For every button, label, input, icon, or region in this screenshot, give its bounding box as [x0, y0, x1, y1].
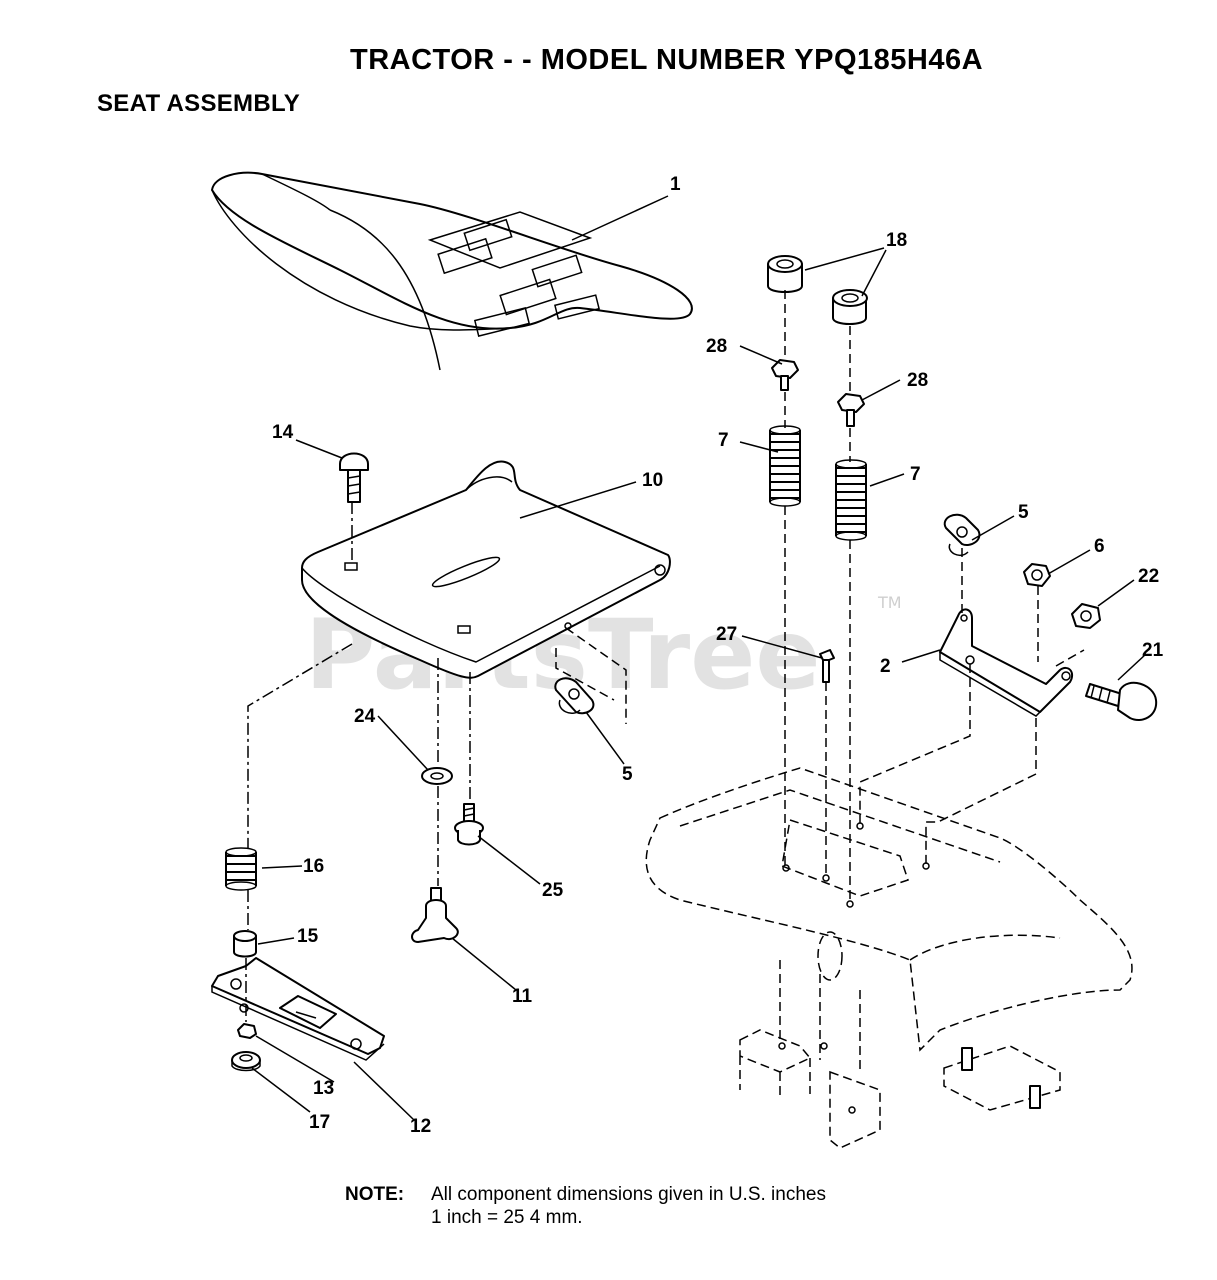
adjuster-knob-part: [411, 887, 459, 943]
callout-label: 12: [410, 1116, 431, 1137]
carriage-bolt-part: [339, 452, 369, 503]
bushing-part: [233, 930, 257, 958]
callout-label: 16: [303, 856, 324, 877]
note-text: All component dimensions given in U.S. i…: [431, 1183, 826, 1229]
callout-label: 21: [1142, 640, 1164, 661]
leader-lines: [251, 195, 1147, 1121]
callout-label: 5: [1018, 502, 1029, 523]
callout-numbers: 1 18 28 28 7 7 14 10 5 6 22 27 2 21 24 5…: [272, 174, 1164, 1137]
callout-label: 28: [706, 336, 727, 357]
callout-label: 17: [309, 1112, 330, 1133]
note-line-2: 1 inch = 25 4 mm.: [431, 1207, 583, 1228]
watermark-trademark: TM: [877, 593, 902, 612]
knob-bolt-part: [1085, 681, 1158, 721]
callout-label: 6: [1094, 536, 1105, 557]
stud-nut-part: [771, 359, 799, 391]
bracket-part: [939, 608, 1074, 717]
dimension-note: NOTE: All component dimensions given in U…: [345, 1183, 826, 1229]
callout-label: 7: [910, 464, 921, 485]
note-label: NOTE:: [345, 1184, 405, 1205]
clip-part: [943, 513, 981, 556]
callout-label: 15: [297, 926, 319, 947]
callout-label: 2: [880, 656, 891, 677]
spacer-part: [832, 289, 868, 325]
callout-label: 5: [622, 764, 633, 785]
note-line-1: All component dimensions given in U.S. i…: [431, 1184, 826, 1205]
callout-label: 24: [354, 706, 376, 727]
slide-plate-part: [211, 957, 385, 1061]
callout-label: 10: [642, 470, 663, 491]
stud-nut-part: [837, 393, 865, 427]
small-nut-part: [237, 1023, 257, 1039]
seat-spring-part: [769, 425, 801, 507]
spacer-part: [767, 255, 803, 293]
clip-part: [554, 677, 595, 715]
lock-nut-part: [1071, 603, 1101, 629]
hex-nut-part: [1023, 563, 1051, 587]
callout-label: 18: [886, 230, 907, 251]
washer-part: [421, 767, 453, 785]
callout-label: 11: [512, 986, 533, 1007]
callout-label: 7: [718, 430, 729, 451]
callout-label: 27: [716, 624, 737, 645]
adjuster-spring-part: [225, 847, 257, 891]
flange-nut-part: [231, 1051, 261, 1072]
callout-label: 1: [670, 174, 681, 195]
shoulder-bolt-part: [454, 803, 484, 846]
seat-pan-part: [301, 460, 671, 679]
callout-label: 14: [272, 422, 294, 443]
seat-part: [211, 171, 693, 371]
tractor-frame-reference: [645, 767, 1133, 1149]
callout-label: 22: [1138, 566, 1159, 587]
callout-label: 28: [907, 370, 928, 391]
callout-label: 13: [313, 1078, 334, 1099]
page-title: TRACTOR - - MODEL NUMBER YPQ185H46A: [350, 44, 984, 76]
seat-spring-part: [835, 459, 867, 541]
section-title: SEAT ASSEMBLY: [97, 90, 301, 117]
callout-label: 25: [542, 880, 564, 901]
screw-part: [819, 649, 835, 683]
assembly-guide-lines: [245, 290, 1085, 1022]
